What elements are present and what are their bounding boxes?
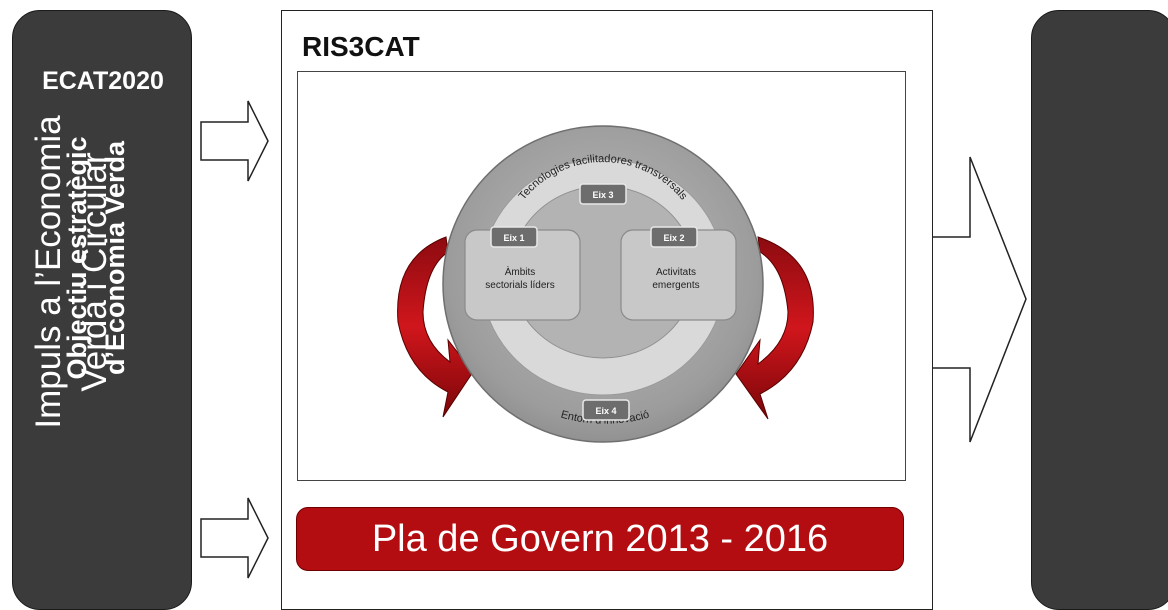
left-red-curved-arrow [397,236,474,418]
ecat2020-panel: ECAT2020 [12,10,192,610]
pla-de-govern-box: Pla de Govern 2013 - 2016 [296,507,904,571]
pla-de-govern-label: Pla de Govern 2013 - 2016 [371,517,829,560]
eix4-tag-box: Eix 4 [582,399,630,421]
ris3cat-diagram: Tecnologies facilitadores transversals E… [397,125,814,443]
ecat2020-title: ECAT2020 [42,67,164,95]
eix3-tag: Eix 3 [592,190,613,200]
large-arrow-right-icon [933,156,1027,443]
eix4-tag: Eix 4 [595,406,616,416]
arrow-right-lower-icon [200,497,269,579]
eix1-tag: Eix 1 [503,233,524,243]
ris3cat-title: RIS3CAT [302,31,420,62]
eix2-line2: emergents [652,280,699,291]
eix1-box: Eix 1 Àmbits sectorials líders [464,226,581,321]
eix3-tag-box: Eix 3 [579,183,627,205]
eix1-line1: Àmbits [505,265,536,278]
ris3cat-frame: RIS3CAT [281,10,933,610]
eix2-box: Eix 2 Activitats emergents [620,226,737,321]
ris3cat-diagram-frame: Tecnologies facilitadores transversals E… [297,71,906,481]
right-red-curved-arrow [735,236,814,420]
eix1-line2: sectorials líders [485,280,554,291]
eix2-tag: Eix 2 [663,233,684,243]
arrow-right-upper-icon [200,100,269,182]
eix2-line1: Activitats [656,267,696,278]
impuls-panel [1031,10,1168,610]
connector-arrows [200,100,1027,579]
